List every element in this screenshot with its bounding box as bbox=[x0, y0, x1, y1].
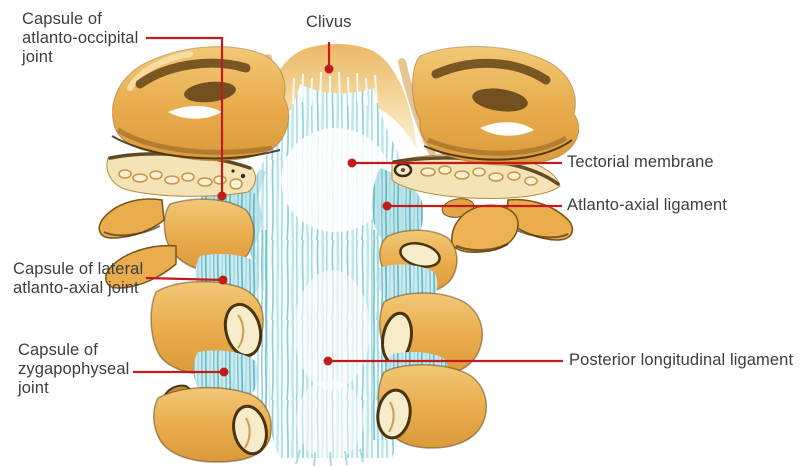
label-line: joint bbox=[22, 48, 53, 66]
occipital-bone-left bbox=[111, 46, 290, 162]
label-line: Capsule of bbox=[18, 341, 98, 359]
label-posterior-longitudinal-ligament: Posterior longitudinal ligament bbox=[569, 351, 793, 370]
label-line: Atlanto-axial ligament bbox=[567, 196, 727, 214]
label-line: Posterior longitudinal ligament bbox=[569, 351, 794, 369]
atlas-transverse-process-right bbox=[441, 198, 574, 241]
label-line: atlanto-occipital bbox=[22, 29, 139, 47]
label-line: Capsule of bbox=[22, 10, 102, 28]
label-capsule-of-atlanto-occipital-joint: Capsule of atlanto-occipital joint bbox=[22, 10, 138, 67]
leader-tectorial bbox=[347, 158, 562, 168]
label-line: joint bbox=[18, 379, 49, 397]
label-line: Tectorial membrane bbox=[567, 153, 714, 171]
leader-atlanto-axial bbox=[382, 201, 562, 211]
label-atlanto-axial-ligament: Atlanto-axial ligament bbox=[567, 196, 727, 215]
occipital-shelf-right bbox=[391, 154, 561, 199]
label-clivus: Clivus bbox=[306, 13, 352, 32]
label-line: Clivus bbox=[306, 13, 352, 31]
label-line: atlanto-axial joint bbox=[13, 279, 139, 297]
leader-clivus bbox=[324, 42, 334, 74]
leader-posterior bbox=[323, 356, 563, 366]
label-line: Capsule of lateral bbox=[13, 260, 144, 278]
atlas-transverse-process-left bbox=[98, 198, 165, 239]
leader-capsule-atlanto-occipital bbox=[146, 36, 227, 201]
label-tectorial-membrane: Tectorial membrane bbox=[567, 153, 714, 172]
label-capsule-of-zygapophyseal-joint: Capsule of zygapophyseal joint bbox=[18, 341, 129, 398]
vertebra-column-right bbox=[375, 204, 519, 449]
label-line: zygapophyseal bbox=[18, 360, 130, 378]
occipital-bone-right bbox=[412, 46, 580, 166]
leader-capsule-lateral bbox=[145, 275, 228, 285]
membrane-fringe bbox=[292, 71, 378, 108]
leader-capsule-zygapophyseal bbox=[133, 367, 229, 377]
label-capsule-of-lateral-atlanto-axial-joint: Capsule of lateral atlanto-axial joint bbox=[13, 260, 143, 298]
